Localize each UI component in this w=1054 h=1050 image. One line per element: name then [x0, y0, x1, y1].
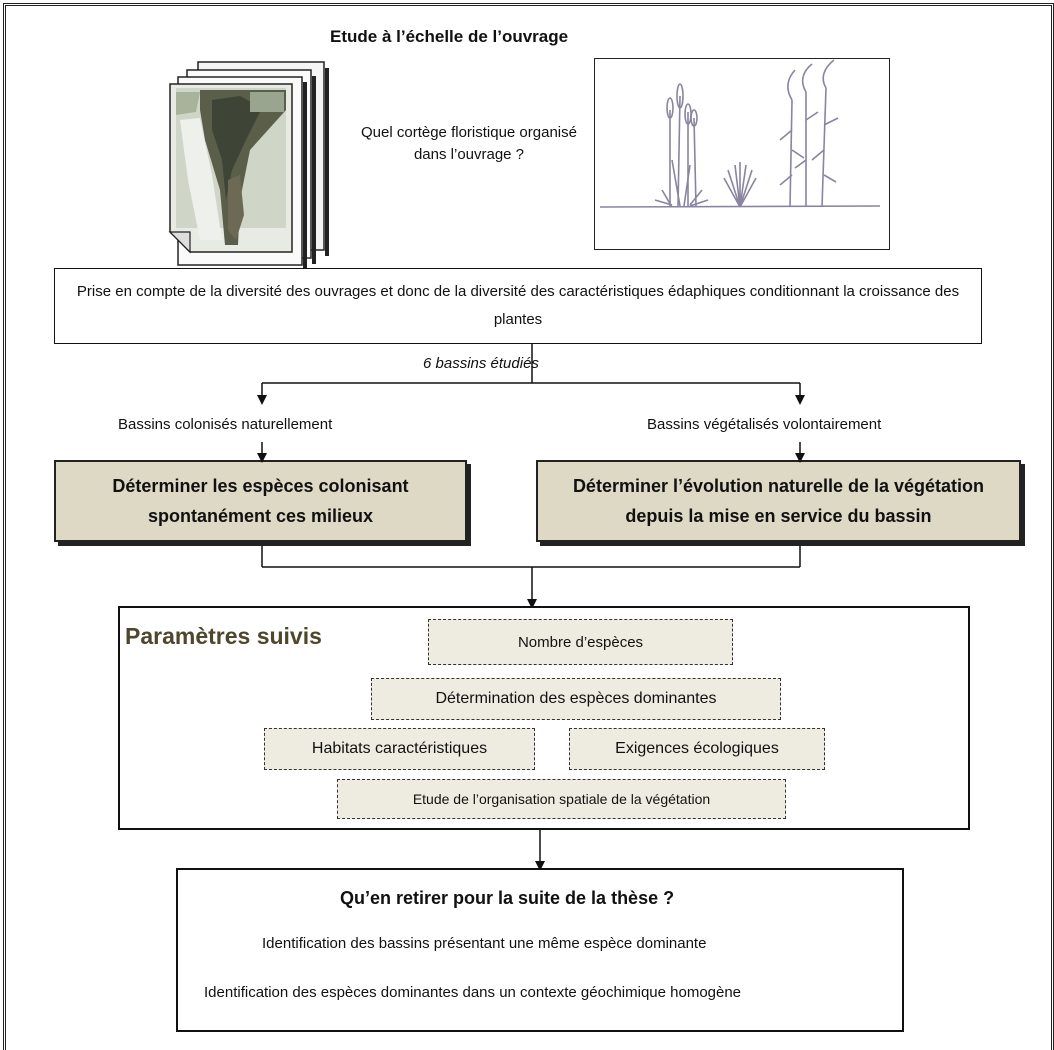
conclusion-title: Qu’en retirer pour la suite de la thèse … — [340, 888, 675, 908]
conclusion-line-2: Identification des espèces dominantes da… — [204, 984, 742, 1001]
outer-frame — [3, 3, 1054, 1050]
plant-sketch-frame — [594, 58, 890, 250]
branch-left-label: Bassins colonisés naturellement — [118, 416, 333, 433]
prise-en-compte-box: Prise en compte de la diversité des ouvr… — [54, 268, 982, 344]
diagram-title: Etude à l’échelle de l’ouvrage — [330, 27, 569, 46]
branch-right-label: Bassins végétalisés volontairement — [647, 416, 882, 433]
param-organisation-spatiale: Etude de l’organisation spatiale de la v… — [337, 779, 786, 819]
right-objective-text: Déterminer l’évolution naturelle de la v… — [572, 476, 985, 526]
right-objective-box: Déterminer l’évolution naturelle de la v… — [536, 460, 1021, 542]
bassins-etudies-label: 6 bassins étudiés — [423, 355, 539, 372]
parametres-suivis-title: Paramètres suivis — [125, 623, 322, 649]
param-exigences: Exigences écologiques — [569, 728, 825, 770]
param-nombre-especes: Nombre d’espèces — [428, 619, 733, 665]
question-text: Quel cortège floristique organisé dans l… — [361, 124, 577, 163]
param-habitats: Habitats caractéristiques — [264, 728, 535, 770]
conclusion-box — [176, 868, 904, 1032]
param-especes-dominantes: Détermination des espèces dominantes — [371, 678, 781, 720]
left-objective-text: Déterminer les espèces colonisant sponta… — [112, 476, 409, 526]
conclusion-line-1: Identification des bassins présentant un… — [262, 935, 707, 952]
left-objective-box: Déterminer les espèces colonisant sponta… — [54, 460, 467, 542]
